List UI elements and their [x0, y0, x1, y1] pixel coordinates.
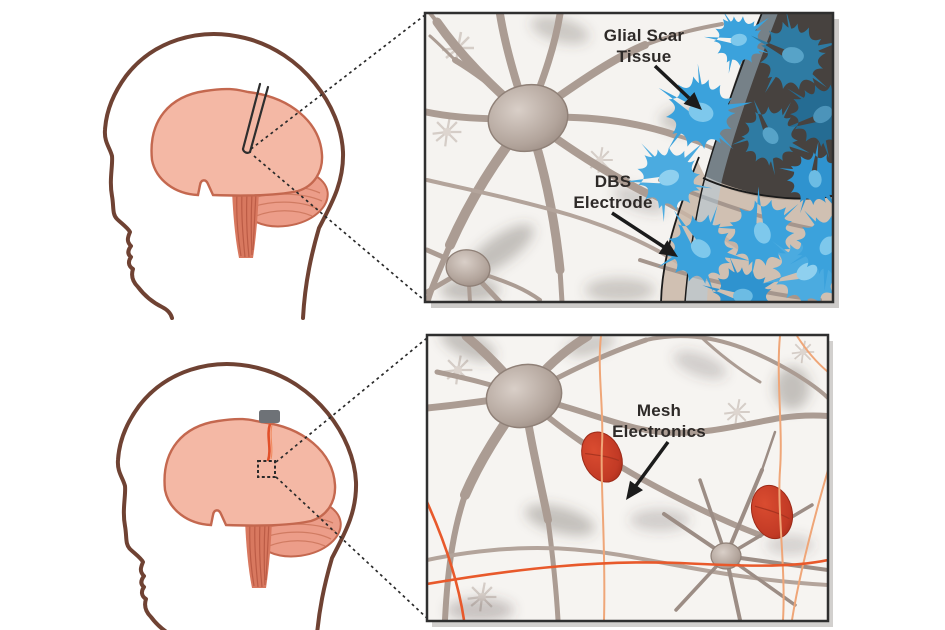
mesh-thread-bright	[427, 501, 828, 621]
astrocyte-icon	[745, 210, 833, 302]
astrocyte-icon	[614, 123, 723, 230]
label-line: Electronics	[612, 422, 706, 441]
astrocyte-icon	[763, 55, 833, 172]
label-line: DBS	[594, 172, 632, 191]
scalp-implant	[259, 410, 280, 423]
label-glial-scar-tissue: Glial Scar Tissue	[564, 25, 724, 67]
bottom-head-figure	[115, 362, 359, 630]
mesh-ribbon-wire	[266, 423, 273, 462]
brainstem	[232, 190, 259, 258]
connector-dashes-bottom	[275, 337, 429, 620]
label-line: Mesh	[636, 401, 682, 420]
astrocyte-icon	[699, 13, 778, 77]
inset-bottom-border	[425, 333, 830, 623]
label-mesh-electronics: Mesh Electronics	[579, 400, 739, 442]
astrocyte-icon	[639, 186, 764, 302]
label-line: Electrode	[573, 193, 653, 212]
astrocyte-icon	[702, 256, 784, 302]
astrocyte-icon	[707, 175, 820, 290]
head-outline	[115, 362, 359, 630]
inset-top-border	[423, 11, 835, 304]
neuron	[425, 247, 542, 302]
head-outline	[102, 32, 346, 320]
inset-bottom-panel	[427, 335, 828, 621]
astrocyte-icon	[774, 191, 833, 301]
arrow-dbs-electrode	[611, 211, 678, 257]
astrocyte-icon	[718, 82, 824, 188]
astrocyte-icon	[775, 137, 833, 221]
label-line: Tissue	[616, 47, 672, 66]
label-line: Glial Scar	[603, 26, 685, 45]
brainstem	[245, 520, 272, 588]
mesh-thread-light	[598, 335, 828, 621]
brain	[163, 417, 337, 527]
arrow-glial-scar	[653, 64, 702, 110]
astrocyte-icon	[741, 13, 833, 105]
dbs-needle-icon	[241, 82, 270, 154]
label-dbs-electrode: DBS Electrode	[533, 171, 693, 213]
brain	[150, 87, 324, 197]
mesh-electrode-disc	[750, 484, 794, 540]
neuron	[427, 335, 828, 621]
arrow-mesh-electronics	[626, 440, 670, 500]
inset-top-panel	[425, 13, 833, 302]
top-head-figure	[102, 32, 346, 320]
